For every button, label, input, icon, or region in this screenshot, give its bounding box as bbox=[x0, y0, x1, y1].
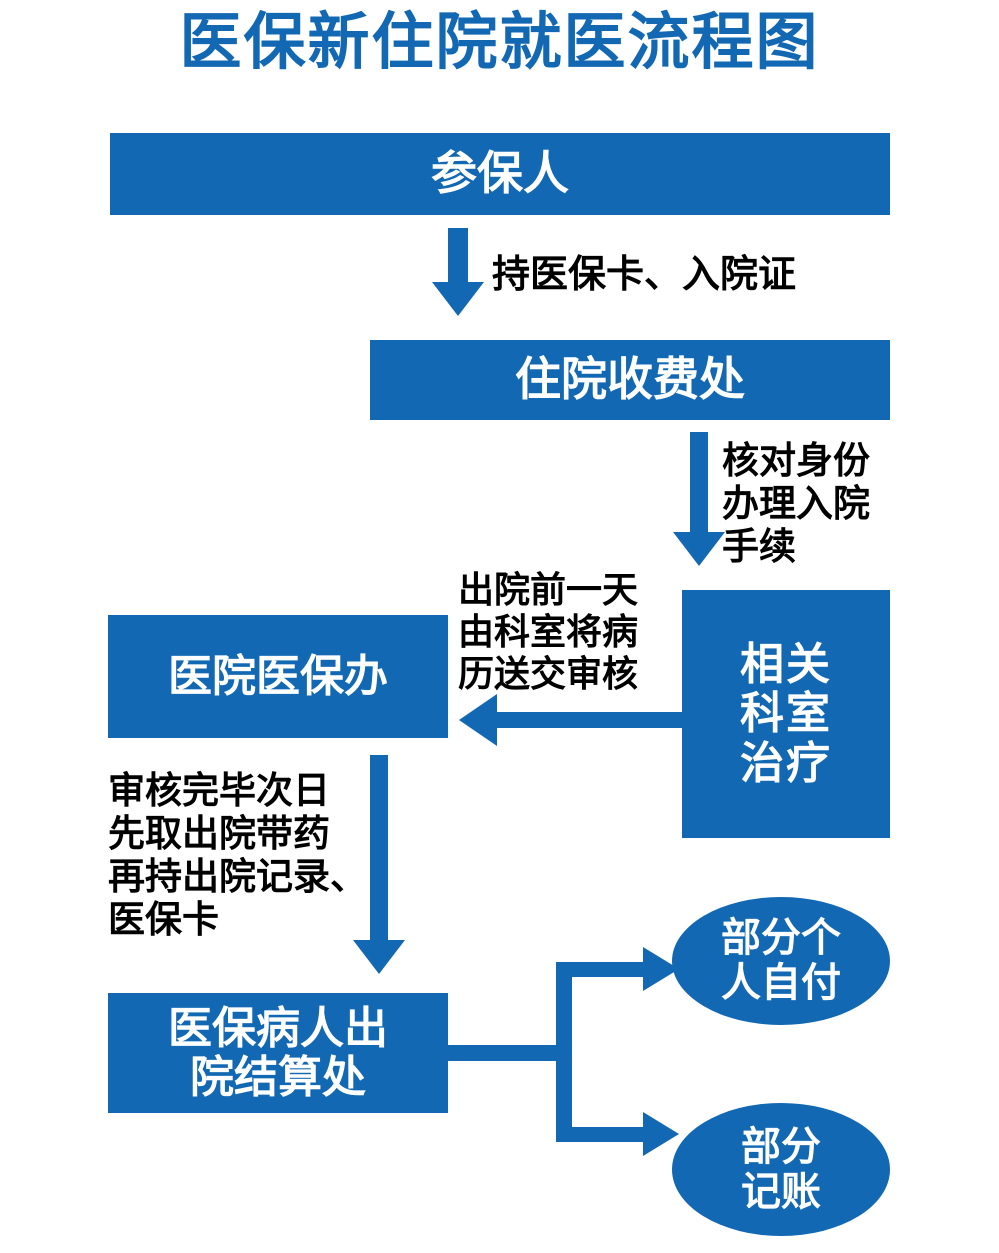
connector-settlement-to-account-arrowhead bbox=[643, 1112, 679, 1156]
connector-department-to-insurance-arrowhead bbox=[459, 694, 497, 746]
connector-billing-to-department-line bbox=[690, 432, 708, 536]
node-insured: 参保人 bbox=[110, 133, 890, 215]
node-settlement-office: 医保病人出 院结算处 bbox=[108, 993, 448, 1113]
connector-billing-to-department-arrowhead bbox=[673, 532, 725, 566]
node-department-treatment: 相关 科室 治疗 bbox=[682, 590, 890, 838]
connector-settlement-fork-stem bbox=[448, 1045, 570, 1061]
connector-settlement-to-selfpay-line bbox=[556, 962, 652, 977]
node-hospital-insurance-office: 医院医保办 bbox=[108, 615, 448, 738]
connector-department-to-insurance-line bbox=[497, 712, 687, 728]
page-title: 医保新住院就医流程图 bbox=[179, 5, 820, 78]
edge-label-discharge: 审核完毕次日 先取出院带药 再持出院记录、 医保卡 bbox=[108, 769, 367, 941]
node-billing-office: 住院收费处 bbox=[370, 340, 890, 420]
connector-insurance-to-settlement-line bbox=[370, 755, 388, 945]
edge-label-card: 持医保卡、入院证 bbox=[492, 252, 797, 296]
connector-settlement-to-account-line bbox=[556, 1127, 652, 1142]
edge-label-records: 出院前一天 由科室将病 历送交审核 bbox=[458, 570, 639, 695]
edge-label-admission: 核对身份 办理入院 手续 bbox=[722, 439, 870, 568]
node-partial-account: 部分 记账 bbox=[672, 1103, 890, 1236]
connector-insured-to-billing-line bbox=[448, 228, 468, 286]
connector-settlement-fork-riser bbox=[556, 962, 572, 1142]
connector-insured-to-billing-arrowhead bbox=[432, 282, 484, 316]
node-partial-self-pay: 部分个 人自付 bbox=[672, 897, 890, 1025]
connector-insurance-to-settlement-arrowhead bbox=[353, 940, 405, 974]
